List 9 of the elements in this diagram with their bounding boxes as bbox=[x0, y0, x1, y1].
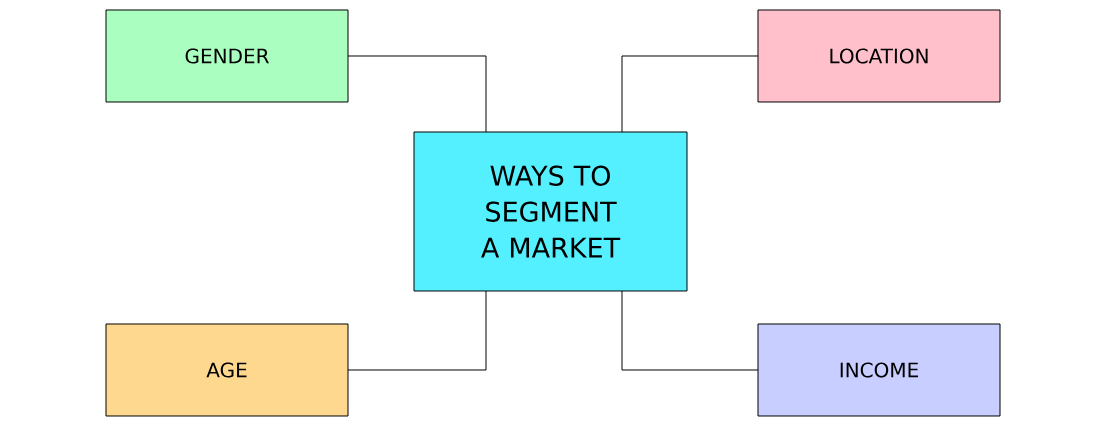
category-box: GENDER bbox=[105, 9, 349, 103]
category-box: INCOME bbox=[757, 323, 1001, 417]
category-box: LOCATION bbox=[757, 9, 1001, 103]
topic-box: WAYS TO SEGMENT A MARKET bbox=[413, 131, 688, 292]
connector-line bbox=[621, 55, 759, 133]
category-box: AGE bbox=[105, 323, 349, 417]
connector-line bbox=[347, 55, 487, 133]
connector-line bbox=[621, 290, 759, 371]
connector-line bbox=[347, 290, 487, 371]
